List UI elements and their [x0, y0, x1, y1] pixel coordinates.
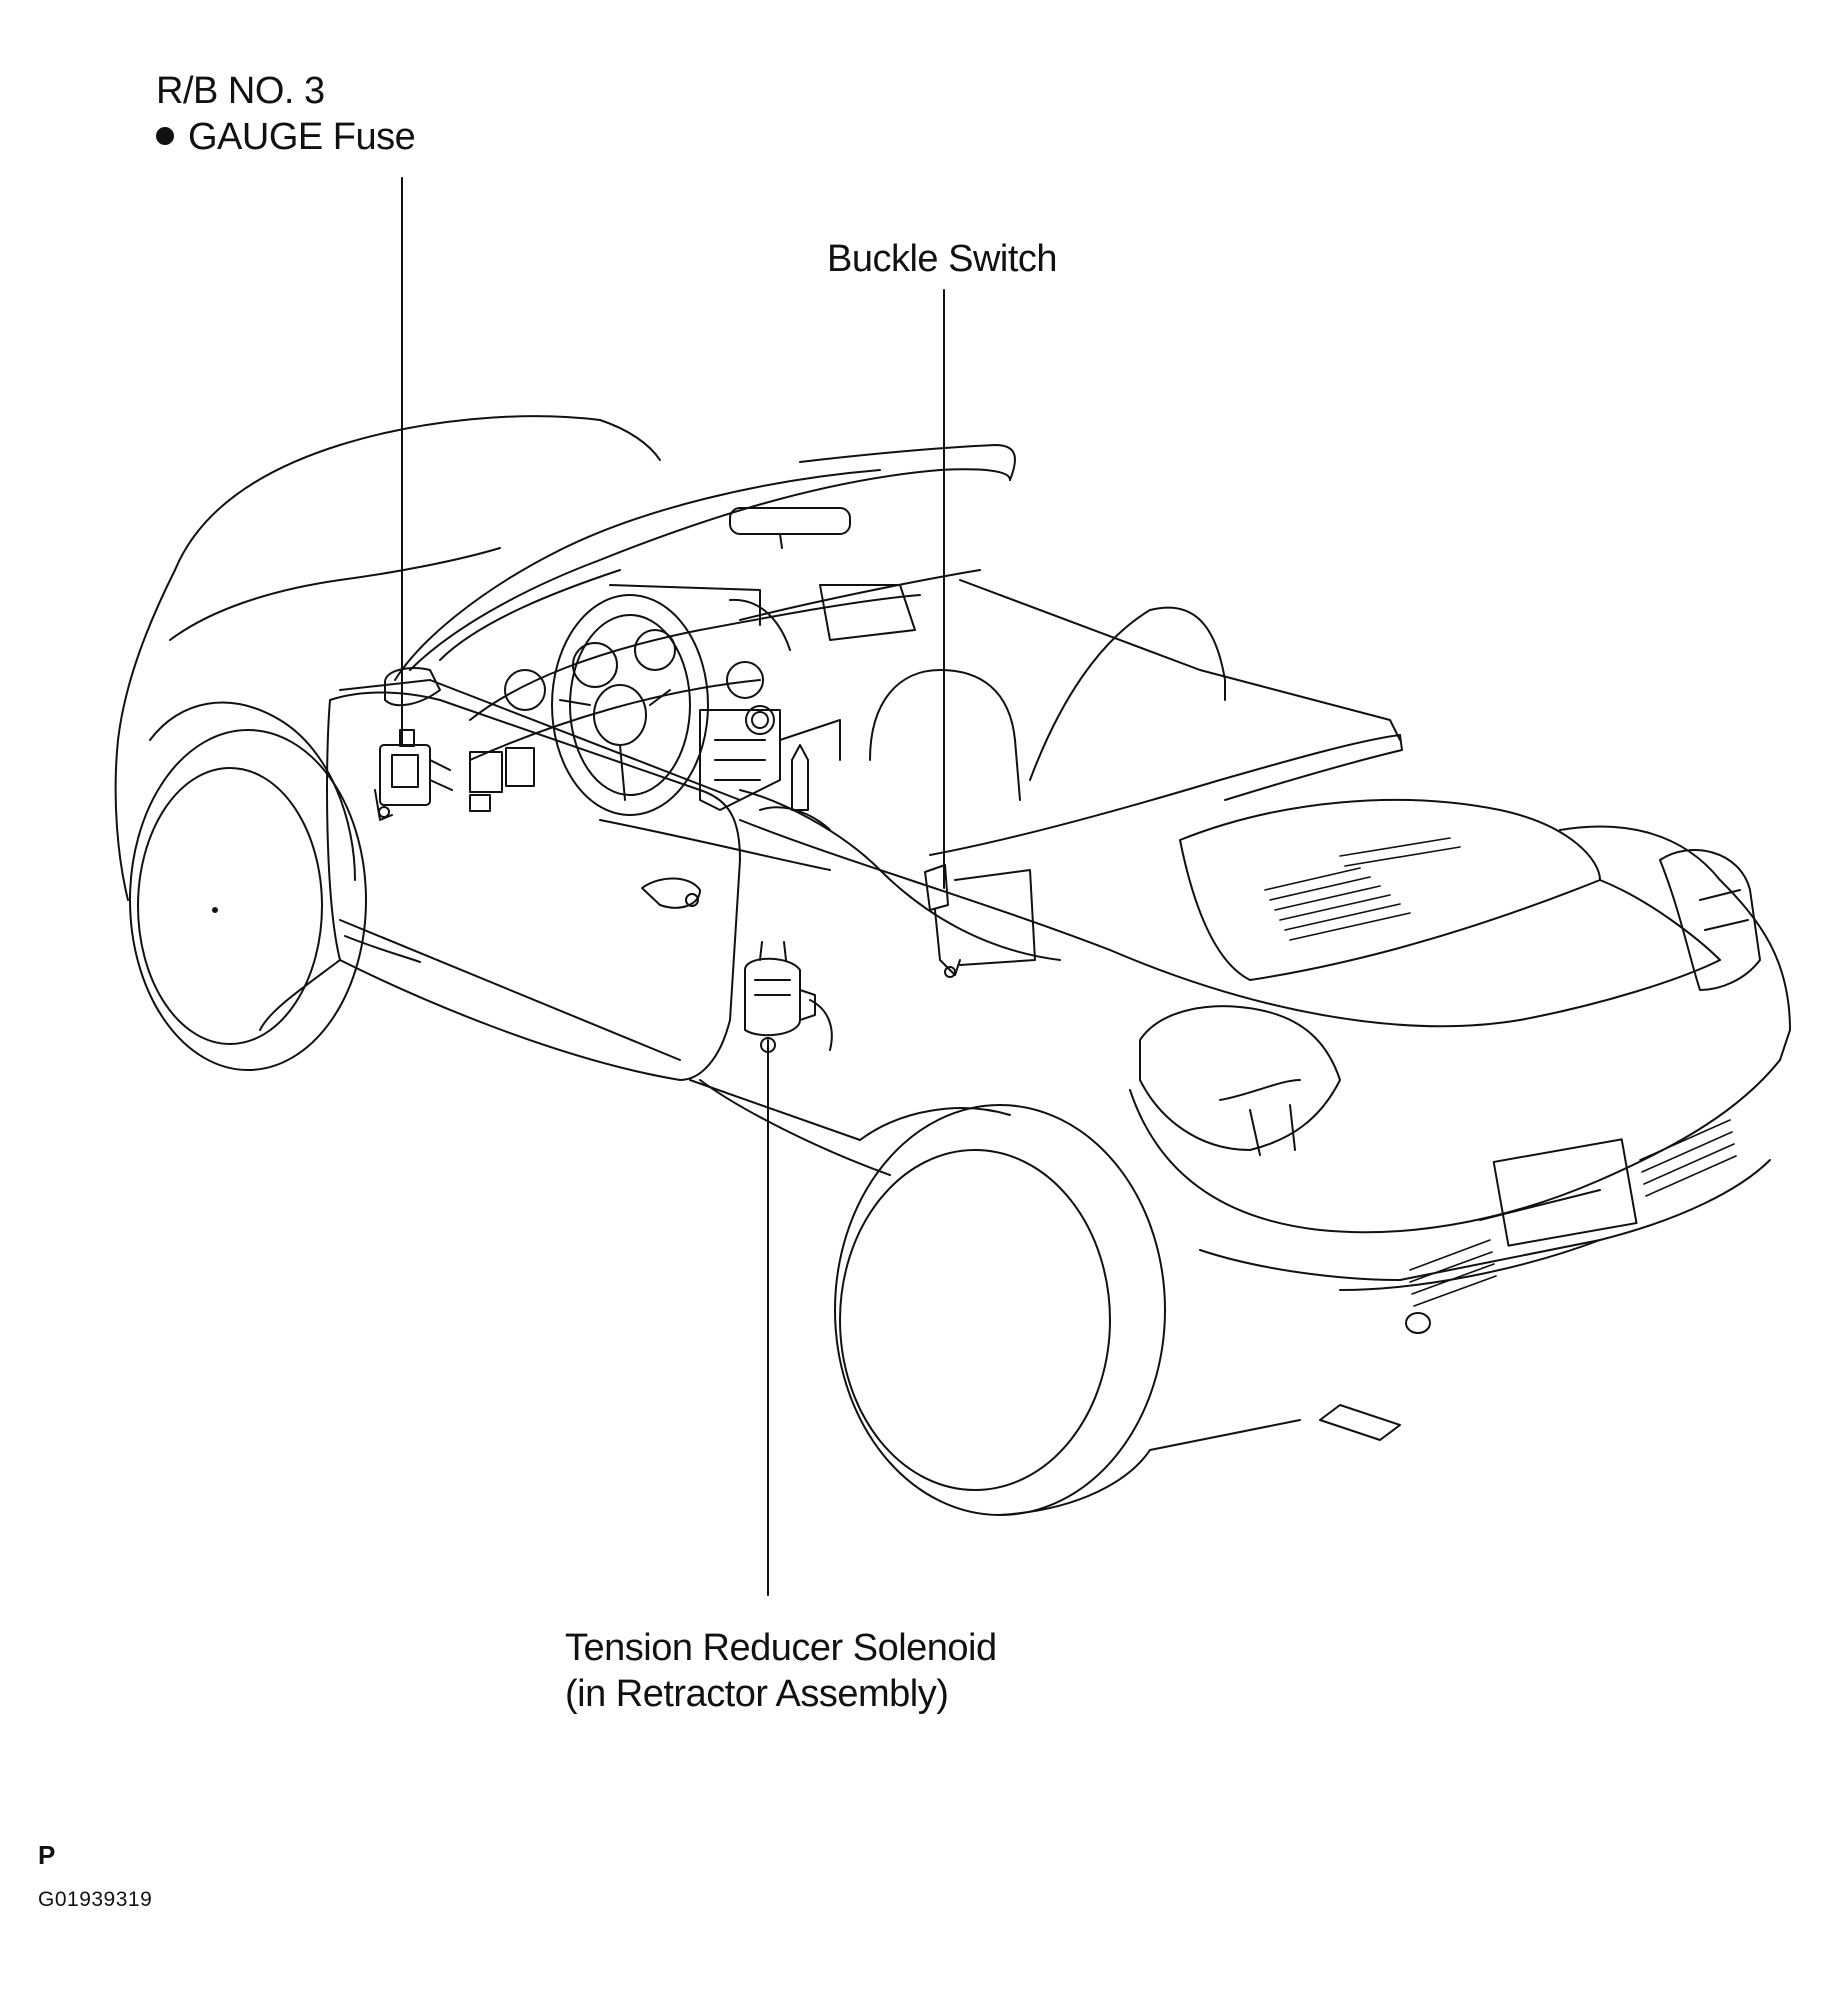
engine-cover: [1179, 799, 1601, 981]
rear-wheel: [834, 1104, 1166, 1516]
relay-block-line1: R/B NO. 3: [156, 70, 325, 112]
tension-reducer-line1: Tension Reducer Solenoid: [565, 1627, 997, 1669]
left-door: [326, 691, 741, 1081]
relay-block-label: R/B NO. 3 GAUGE Fuse: [156, 68, 416, 160]
passenger-seat: [869, 669, 1021, 801]
steering-wheel: [551, 594, 709, 816]
buckle-switch-label: Buckle Switch: [827, 238, 1058, 280]
right-tail-light: [1659, 849, 1761, 991]
license-plate-area: [1492, 1138, 1638, 1247]
bullet-icon: [156, 127, 174, 145]
footer-letter: P: [38, 1840, 56, 1870]
buckle-switch-component: [924, 864, 1036, 978]
figure-code: G01939319: [38, 1888, 153, 1911]
side-mirror: [384, 667, 441, 707]
left-tail-light: [1139, 1005, 1341, 1151]
door-handle: [641, 877, 701, 909]
front-wheel: [129, 729, 367, 1071]
gauge-fuse-text: GAUGE Fuse: [188, 116, 416, 158]
tension-reducer-label: Tension Reducer Solenoid (in Retractor A…: [565, 1625, 997, 1717]
tension-reducer-line2: (in Retractor Assembly): [565, 1673, 949, 1715]
relay-block-component: [374, 729, 453, 821]
tension-reducer-component: [744, 941, 816, 1053]
exhaust-pipe: [1319, 1404, 1401, 1441]
